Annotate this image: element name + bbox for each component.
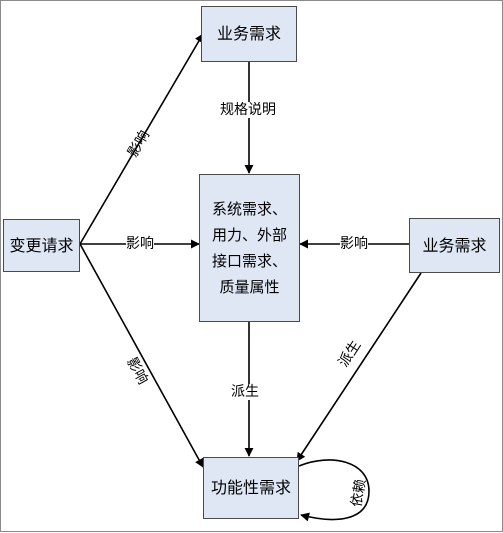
- label-derive-mid: 派生: [231, 384, 259, 400]
- node-label: 业务需求: [216, 24, 281, 44]
- node-business-req-top: 业务需求: [201, 6, 297, 62]
- node-system-req: 系统需求、用力、外部接口需求、质量属性: [199, 174, 300, 322]
- node-label: 业务需求: [422, 235, 487, 255]
- node-label: 系统需求、用力、外部接口需求、质量属性: [211, 199, 287, 297]
- edge-derive-right: [296, 272, 422, 462]
- label-influence-right: 影响: [340, 236, 368, 252]
- node-business-req-right: 业务需求: [409, 218, 500, 273]
- edge-influence-top: [79, 33, 204, 245]
- node-label: 功能性需求: [210, 478, 291, 498]
- label-spec: 规格说明: [220, 102, 276, 118]
- node-change-request: 变更请求: [3, 219, 80, 272]
- node-functional-req: 功能性需求: [203, 457, 299, 519]
- label-influence-mid: 影响: [126, 236, 154, 252]
- node-label: 变更请求: [9, 235, 74, 255]
- edge-depend-loop: [298, 459, 370, 522]
- edge-influence-bottom: [79, 243, 204, 468]
